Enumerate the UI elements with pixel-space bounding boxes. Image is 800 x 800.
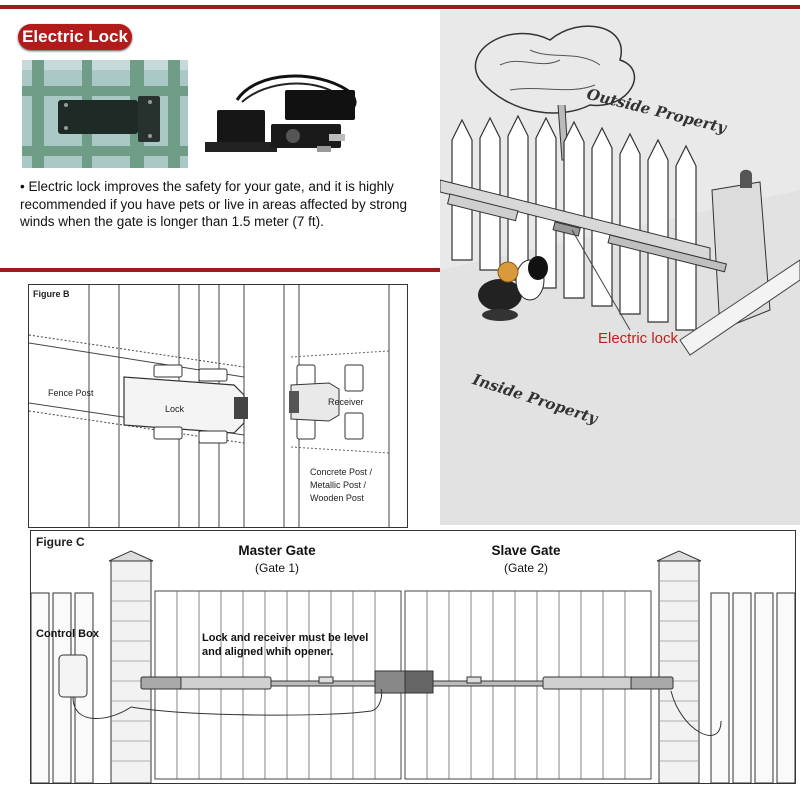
alignment-note-line1: Lock and receiver must be level <box>202 632 369 644</box>
electric-lock-label: Electric lock <box>598 330 679 347</box>
top-rule <box>0 5 800 9</box>
receiver-label: Receiver <box>328 397 364 407</box>
post-type-metallic: Metallic Post / <box>310 480 367 490</box>
post-type-concrete: Concrete Post / <box>310 467 373 477</box>
section-divider <box>0 268 440 272</box>
figure-b-title: Figure B <box>33 289 70 299</box>
master-gate-title: Master Gate <box>238 543 316 558</box>
section-title-badge: Electric Lock <box>18 24 132 50</box>
figure-b <box>28 284 408 528</box>
lock-on-gate-photo <box>22 60 188 168</box>
dog-cat-figure <box>478 256 548 321</box>
post-types-label: Concrete Post / Metallic Post / Wooden P… <box>310 466 372 505</box>
figure-c <box>30 530 796 784</box>
lock-label: Lock <box>165 404 185 414</box>
figure-c-title: Figure C <box>36 535 85 549</box>
slave-gate-title: Slave Gate <box>491 543 561 558</box>
post-type-wooden: Wooden Post <box>310 493 364 503</box>
alignment-note: Lock and receiver must be level and alig… <box>202 631 368 659</box>
fence-post-label: Fence Post <box>48 388 94 398</box>
installation-illustration <box>439 10 800 525</box>
master-gate-subtitle: (Gate 1) <box>254 561 299 575</box>
control-box-label: Control Box <box>36 628 99 640</box>
slave-gate-subtitle: (Gate 2) <box>503 561 548 575</box>
alignment-note-line2: and aligned whih opener. <box>202 646 334 658</box>
description-bullet: • Electric lock improves the safety for … <box>20 179 407 229</box>
lock-kit-photo <box>197 60 387 168</box>
